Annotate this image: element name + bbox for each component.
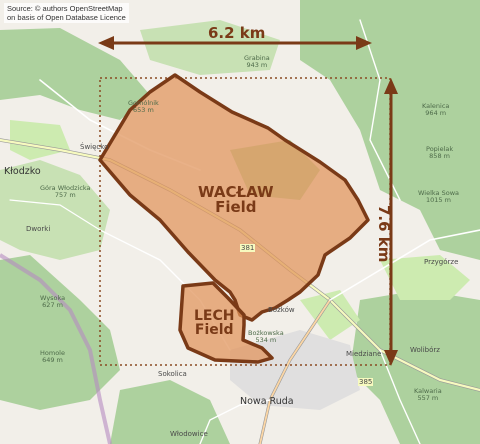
lech-field-type: Field	[194, 322, 234, 338]
attribution-line-1: Source: © authors OpenStreetMap	[7, 4, 123, 13]
lech-field-label: LECH Field	[194, 309, 234, 337]
town-label: Kłodzko	[4, 166, 41, 177]
lech-field-area[interactable]	[178, 281, 274, 364]
town-label: Nowa Ruda	[240, 396, 294, 407]
height-dimension-label: 7.6 km	[375, 205, 393, 263]
town-label: Sokolica	[158, 370, 187, 378]
width-dimension-arrow	[98, 36, 372, 50]
town-label: Święcko	[80, 143, 109, 151]
lech-field-name: LECH	[194, 308, 235, 324]
town-label: Dworki	[26, 225, 51, 233]
road-number-label: 385	[358, 378, 374, 386]
town-label: Włodowice	[170, 430, 208, 438]
waclaw-field-name: WACŁAW	[198, 183, 274, 201]
road-number-label: 381	[240, 244, 256, 252]
dimension-frame	[99, 77, 391, 366]
waclaw-field-type: Field	[215, 198, 257, 216]
attribution-line-2: on basis of Open Database Licence	[7, 13, 126, 22]
town-label: Miedziane	[346, 350, 382, 358]
town-label: Wolibórz	[410, 346, 440, 354]
waclaw-field-area[interactable]	[98, 73, 370, 322]
waclaw-field-label: WACŁAW Field	[198, 185, 274, 215]
town-label: Bożków	[268, 306, 295, 314]
map-attribution: Source: © authors OpenStreetMap on basis…	[4, 3, 129, 23]
height-dimension-arrow	[384, 78, 398, 366]
town-label: Przygórze	[424, 258, 459, 266]
width-dimension-label: 6.2 km	[208, 24, 266, 42]
administrative-boundary	[0, 253, 112, 444]
